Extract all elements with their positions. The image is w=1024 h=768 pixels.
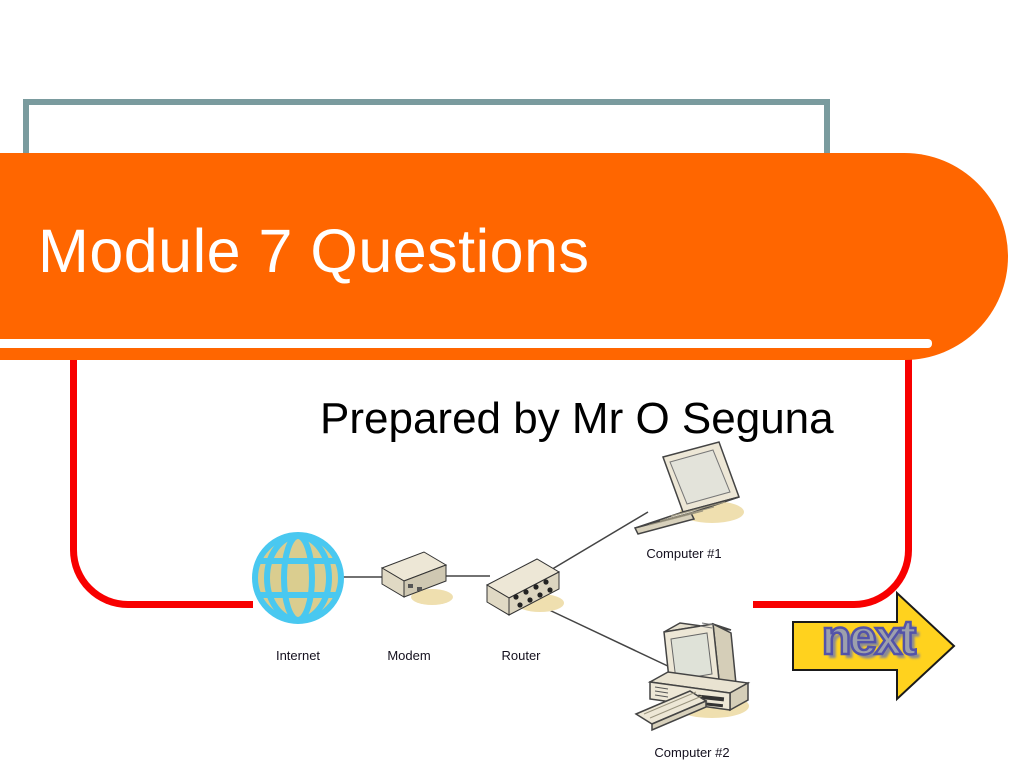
internet-globe-icon — [252, 532, 344, 624]
laptop-icon — [633, 441, 744, 535]
label-computer-2: Computer #2 — [654, 745, 730, 760]
label-router: Router — [501, 648, 541, 663]
title-banner — [0, 153, 1008, 360]
desktop-computer-icon — [634, 622, 751, 732]
label-computer-1: Computer #1 — [646, 546, 722, 561]
label-modem: Modem — [387, 648, 431, 663]
banner-stripe — [0, 339, 932, 348]
next-button[interactable]: next — [788, 590, 958, 702]
next-arrow-icon — [792, 590, 956, 702]
subtitle: Prepared by Mr O Seguna — [320, 394, 834, 443]
label-internet: Internet — [275, 648, 321, 663]
page-title: Module 7 Questions — [38, 217, 590, 285]
connector-lines — [341, 511, 673, 669]
router-icon — [485, 558, 564, 616]
next-button-label: next — [820, 610, 917, 667]
modem-icon — [380, 551, 453, 605]
